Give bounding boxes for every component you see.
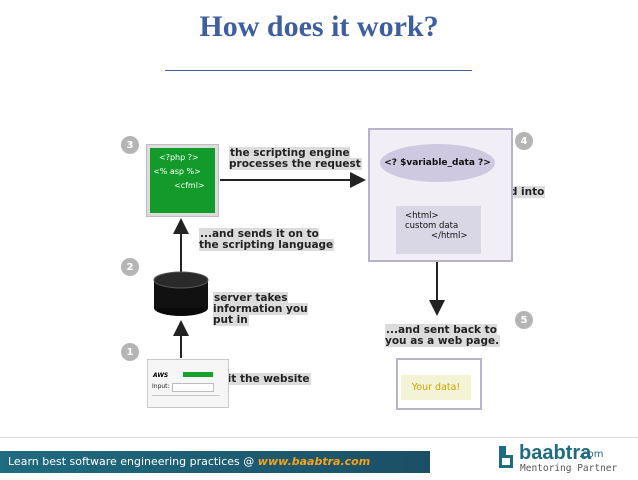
logo-name: baabtra: [519, 442, 592, 464]
footer-bar: [0, 451, 430, 473]
scripting-code-box: <?php ?> <% asp %> <cfml>: [147, 145, 218, 216]
sends-label: ...and sends it on to the scripting lang…: [199, 228, 335, 251]
step-2-badge: 2: [121, 258, 139, 276]
html-output-box: <html> custom data </html>: [396, 206, 481, 254]
code-line-php: <?php ?>: [159, 153, 199, 162]
html-line-open: <html>: [405, 211, 439, 221]
step-4-badge: 4: [515, 132, 533, 150]
html-line-close: </html>: [431, 231, 468, 241]
footer-text: Learn best software engineering practice…: [8, 455, 371, 468]
baabtra-logo-icon: [499, 446, 513, 468]
server-label: server takes information you put in: [213, 292, 308, 326]
code-line-asp: <% asp %>: [153, 167, 201, 176]
browser-input-label: Input:: [152, 383, 170, 390]
page-title: How does it work?: [199, 10, 439, 43]
engine-label: the scripting engine processes the reque…: [229, 147, 362, 170]
code-line-cfml: <cfml>: [174, 181, 205, 190]
step-3-badge: 3: [121, 136, 139, 154]
title-underline: [165, 70, 472, 71]
sent-back-label: ...and sent back to you as a web page.: [385, 324, 501, 347]
browser-input-field: [172, 383, 214, 392]
browser-logo: AWS: [153, 372, 169, 379]
logo-subtitle: Mentoring Partner: [520, 463, 618, 474]
browser-bar: [183, 372, 213, 377]
step-5-badge: 5: [515, 311, 533, 329]
step-1-badge: 1: [121, 343, 139, 361]
logo-tld: .com: [579, 449, 604, 460]
browser-divider: [152, 395, 220, 396]
result-text: Your data!: [401, 375, 471, 400]
server-cylinder: [153, 271, 209, 316]
html-line-data: custom data: [405, 221, 459, 231]
variable-data-bubble: <? $variable_data ?>: [380, 144, 495, 182]
browser-window: [147, 359, 229, 408]
footer-url[interactable]: www.baabtra.com: [257, 455, 371, 468]
